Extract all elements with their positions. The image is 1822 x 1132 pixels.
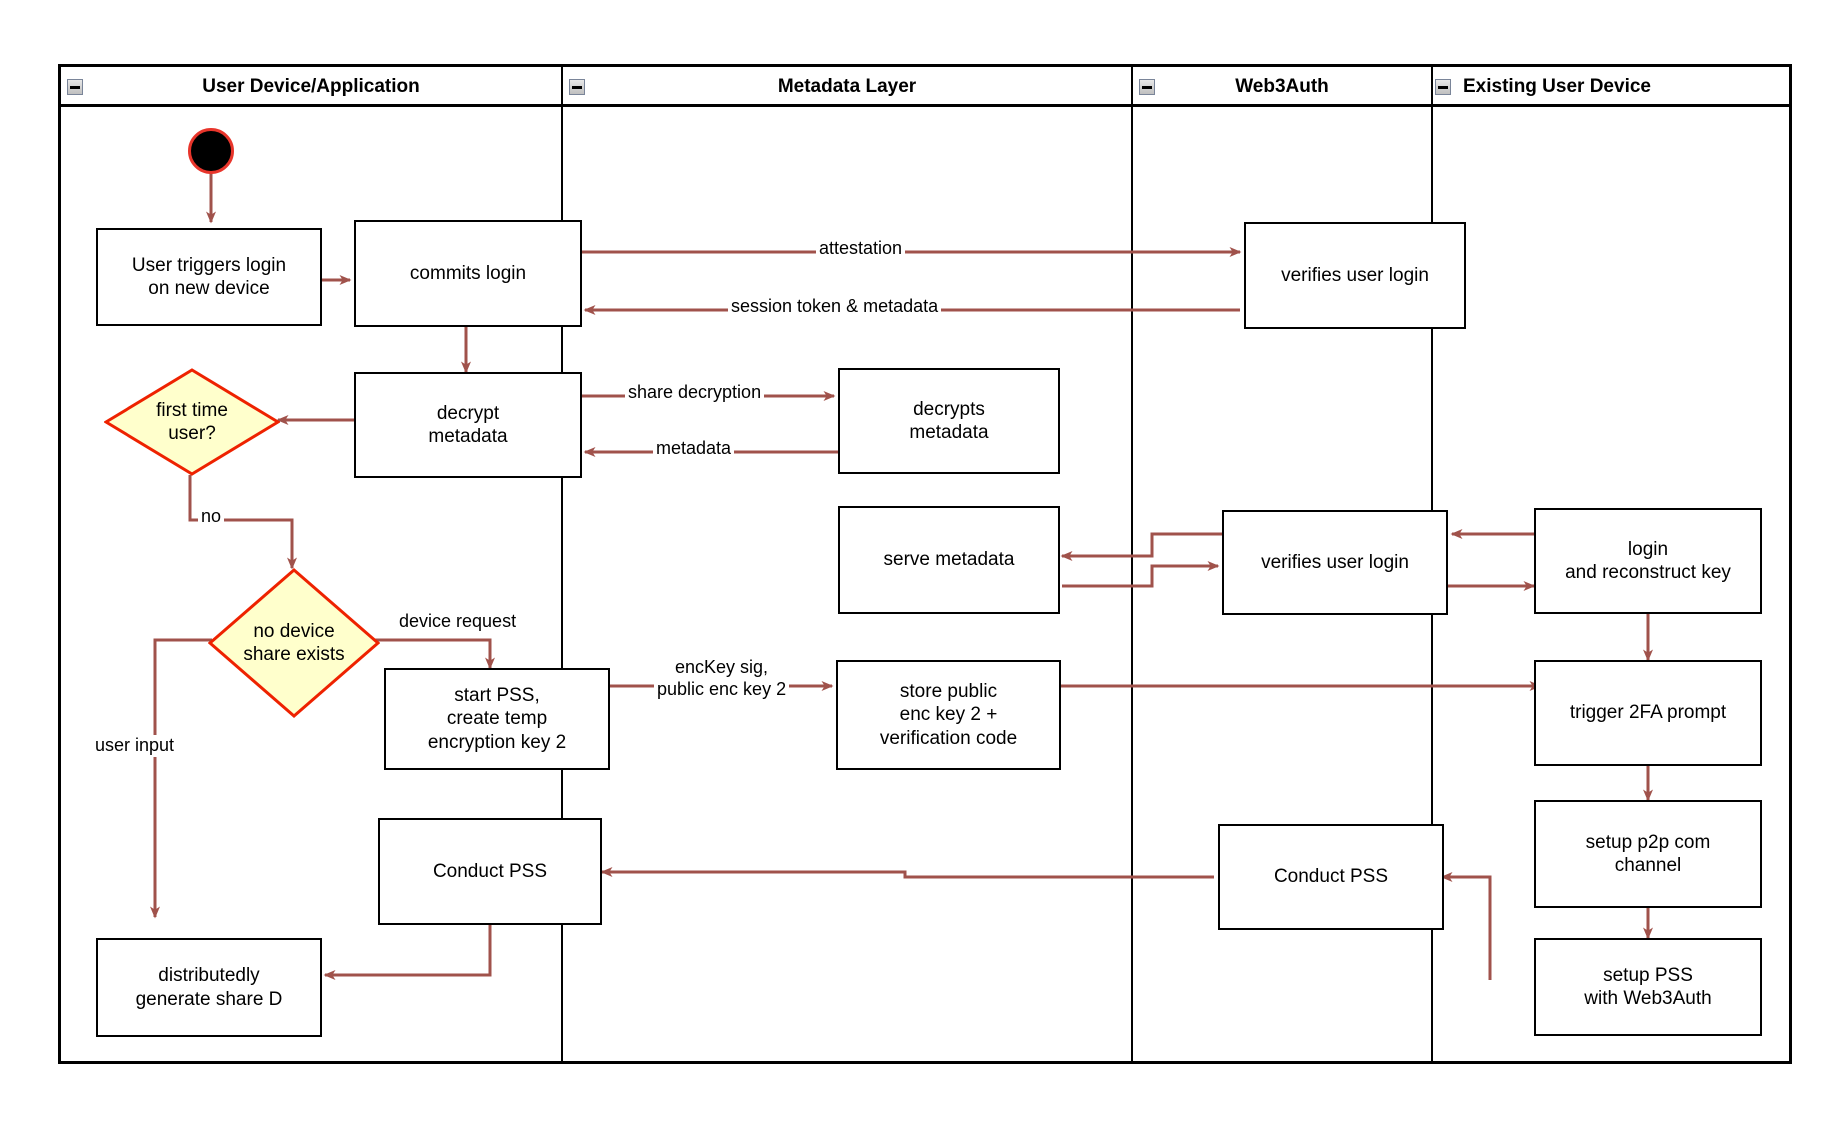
node-decrypt-metadata[interactable]: decrypt metadata [354,372,582,478]
node-generate-share-d[interactable]: distributedly generate share D [96,938,322,1037]
decision-no-device-share[interactable]: no device share exists [208,568,380,718]
node-decrypts-metadata[interactable]: decrypts metadata [838,368,1060,474]
lane-title-existing-device: Existing User Device [1463,76,1651,97]
node-verifies-user-login-2[interactable]: verifies user login [1222,510,1448,615]
edge-label-no: no [198,506,225,528]
edge-label-device-request: device request [396,611,520,633]
edge-label-user-input: user input [92,735,178,757]
node-conduct-pss-user[interactable]: Conduct PSS [378,818,602,925]
edge-label-enc-key: encKey sig, public enc key 2 [654,657,790,701]
edge-label-attestation: attestation [816,238,906,260]
collapse-minus-icon[interactable] [1435,79,1451,95]
diamond-shape [208,568,380,718]
collapse-minus-icon[interactable] [569,79,585,95]
lane-title-web3auth: Web3Auth [1235,76,1329,97]
edge-label-metadata: metadata [653,438,735,460]
decision-no-device-share-label: no device share exists [243,620,345,665]
lane-title-user-device: User Device/Application [202,76,420,97]
lane-metadata-layer: Metadata Layer [561,67,1131,1061]
edge-label-share-decryption: share decryption [625,382,765,404]
lane-user-device: User Device/Application [61,67,561,1061]
node-setup-p2p-channel[interactable]: setup p2p com channel [1534,800,1762,908]
node-store-public-key[interactable]: store public enc key 2 + verification co… [836,660,1061,770]
node-login-reconstruct-key[interactable]: login and reconstruct key [1534,508,1762,614]
node-serve-metadata[interactable]: serve metadata [838,506,1060,614]
edge-label-session-token: session token & metadata [728,296,942,318]
node-verifies-user-login-1[interactable]: verifies user login [1244,222,1466,329]
lane-title-metadata-layer: Metadata Layer [777,76,917,97]
node-trigger-2fa-prompt[interactable]: trigger 2FA prompt [1534,660,1762,766]
node-conduct-pss-web3auth[interactable]: Conduct PSS [1218,824,1444,930]
lane-web3auth: Web3Auth [1131,67,1431,1061]
node-start-pss[interactable]: start PSS, create temp encryption key 2 [384,668,610,770]
collapse-minus-icon[interactable] [67,79,83,95]
node-commits-login[interactable]: commits login [354,220,582,327]
node-user-triggers-login[interactable]: User triggers login on new device [96,228,322,326]
diamond-shape [104,368,280,476]
node-setup-pss-web3auth[interactable]: setup PSS with Web3Auth [1534,938,1762,1036]
decision-first-time-user-label: first time user? [156,399,228,444]
decision-first-time-user[interactable]: first time user? [104,368,280,476]
start-node [188,128,234,174]
collapse-minus-icon[interactable] [1139,79,1155,95]
